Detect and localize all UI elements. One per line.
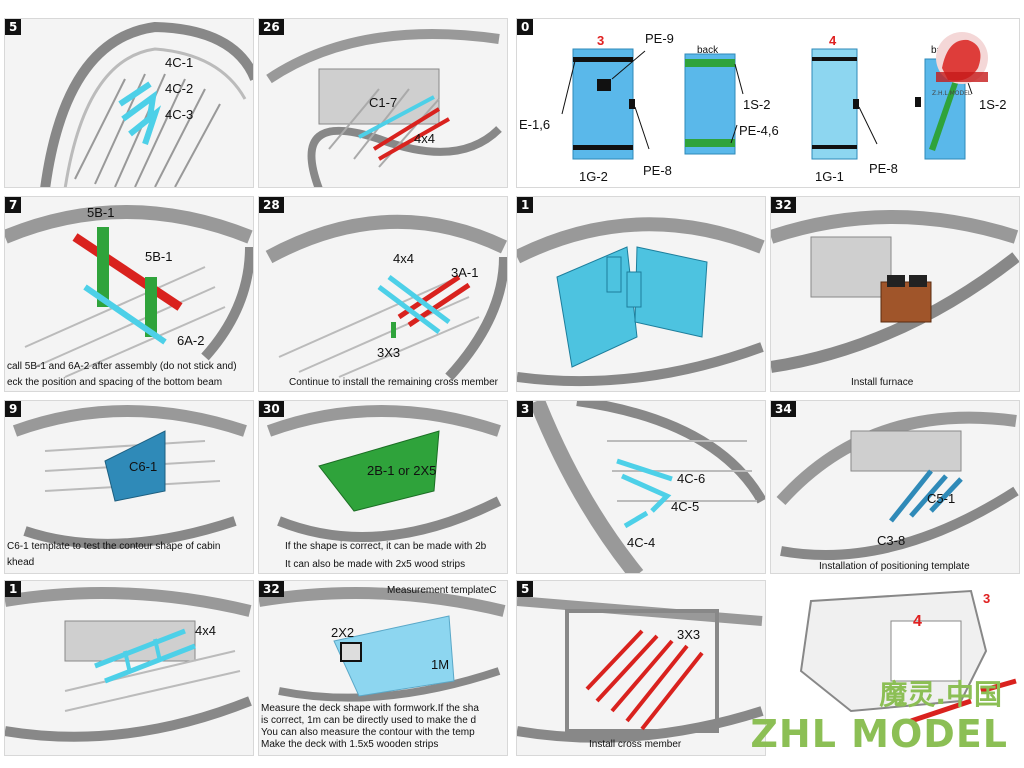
step-32a-panel: 32 Measurement templateC 2X2 1M Measure … (258, 580, 508, 756)
zhl-logo-icon (936, 32, 988, 84)
step-number: 32 (771, 197, 796, 213)
door-number: 4 (829, 33, 837, 48)
part-label: C3-8 (877, 533, 906, 548)
part-label: 4C-5 (671, 499, 700, 514)
hull-bow-drawing (266, 405, 502, 542)
step-27-panel: 7 5B-1 5B-1 6A-2 call 5B-1 and 6A-2 afte… (4, 196, 254, 392)
part-label: 4C-6 (677, 471, 706, 486)
step-number: 9 (5, 401, 22, 417)
part-label: 4C-2 (165, 81, 194, 96)
part-label: 6A-2 (177, 333, 205, 348)
instruction-caption: You can also measure the contour with th… (261, 727, 475, 738)
part-label: PE-8 (869, 161, 898, 176)
part-label: 5B-1 (87, 205, 115, 220)
hull-drawing (517, 596, 764, 743)
step-31r-panel: 1 (516, 196, 766, 392)
door-side-label: back (697, 45, 719, 56)
hull-bow-drawing (265, 214, 507, 381)
step-number: 5 (5, 19, 22, 35)
part-label: C6-1 (129, 459, 158, 474)
brand-watermark-english: ZHL MODEL (750, 712, 1008, 756)
hull-bow-drawing (771, 210, 1019, 373)
logo-text: Z.H.L MODEL (932, 90, 972, 97)
instruction-caption: Installation of positioning template (819, 561, 970, 572)
part-label: E-1,6 (519, 117, 551, 132)
instruction-caption: Measure the deck shape with formwork.If … (261, 703, 479, 714)
step-33-panel: 3 4C-6 4C-5 4C-4 (516, 400, 766, 574)
step-35-panel: 5 3X3 Install cross member (516, 580, 766, 756)
step-number: 28 (259, 197, 284, 213)
part-label: 1G-2 (579, 169, 608, 184)
step-25-panel: 5 4C-1 4C-2 4C-3 (4, 18, 254, 188)
step-number: 0 (517, 19, 534, 35)
hull-bow-drawing (517, 217, 765, 387)
part-label: 1S-2 (979, 97, 1007, 112)
part-label: C1-7 (369, 95, 398, 110)
hull-bow-drawing (5, 587, 252, 742)
instruction-caption: If the shape is correct, it can be made … (285, 541, 487, 552)
hull-bow-drawing (776, 411, 1019, 560)
hull-bow-drawing (40, 21, 253, 187)
instruction-caption: is correct, 1m can be directly used to m… (261, 715, 477, 726)
part-label: C5-1 (927, 491, 956, 506)
hull-bow-drawing (12, 405, 247, 549)
instruction-caption: C6-1 template to test the contour shape … (7, 541, 221, 552)
column-separator (509, 0, 517, 768)
instruction-caption: call 5B-1 and 6A-2 after assembly (do no… (7, 361, 237, 372)
part-label: 1M (431, 657, 450, 672)
part-label: PE-9 (645, 31, 674, 46)
step-31-panel: 1 4x4 (4, 580, 254, 756)
part-label: 2X2 (331, 625, 355, 640)
part-label: 5B-1 (145, 249, 173, 264)
step-32r-panel: 32 Install furnace (770, 196, 1020, 392)
step-number: 5 (517, 581, 534, 597)
step-30-panel: 30 2B-1 or 2X5 If the shape is correct, … (258, 400, 508, 574)
instruction-caption: Measurement templateC (387, 585, 497, 596)
bulkhead-number: 3 (983, 591, 991, 606)
step-number: 7 (5, 197, 22, 213)
part-label: 3X3 (677, 627, 701, 642)
instruction-caption: It can also be made with 2x5 wood strips (285, 559, 466, 570)
part-label: 2B-1 or 2X5 (367, 463, 437, 478)
step-number: 30 (259, 401, 284, 417)
instruction-caption: Continue to install the remaining cross … (289, 377, 498, 388)
step-36-panel: 3 4 (770, 580, 1020, 756)
part-label: PE-8 (643, 163, 672, 178)
part-label: 1S-2 (743, 97, 771, 112)
part-label: 3A-1 (451, 265, 479, 280)
step-number: 3 (517, 401, 534, 417)
part-label: 4x4 (195, 623, 216, 638)
instruction-caption: khead (7, 557, 35, 568)
step-28-panel: 28 4x4 3A-1 3X3 Continue to install the … (258, 196, 508, 392)
part-label: 1G-1 (815, 169, 844, 184)
part-label: 4C-1 (165, 55, 194, 70)
instruction-caption: Make the deck with 1.5x5 wooden strips (261, 739, 439, 750)
step-number: 1 (5, 581, 22, 597)
hull-stern-drawing (529, 401, 765, 573)
step-number: 34 (771, 401, 796, 417)
part-label: PE-4,6 (739, 123, 779, 138)
step-26-panel: 26 C1-7 4x4 (258, 18, 508, 188)
step-29-panel: 9 C6-1 C6-1 template to test the contour… (4, 400, 254, 574)
step-34-panel: 34 C5-1 C3-8 Installation of positioning… (770, 400, 1020, 574)
hull-bow-drawing (259, 587, 506, 702)
part-label: 4C-4 (627, 535, 656, 550)
part-label: 4C-3 (165, 107, 194, 122)
door-number: 3 (597, 33, 605, 48)
part-label: 4x4 (414, 131, 435, 146)
step-number: 26 (259, 19, 284, 35)
bulkhead-drawing (799, 589, 1017, 724)
instruction-caption: eck the position and spacing of the bott… (7, 377, 223, 388)
part-label: 4x4 (393, 251, 414, 266)
step-number: 32 (259, 581, 284, 597)
part-label: 3X3 (377, 345, 401, 360)
brand-watermark-chinese: 魔灵.中国 (879, 678, 1002, 711)
instruction-caption: Install cross member (589, 739, 682, 750)
hull-bow-drawing (266, 29, 502, 187)
hull-bow-drawing (5, 205, 253, 378)
step-number: 1 (517, 197, 534, 213)
instruction-caption: Install furnace (851, 377, 914, 388)
bulkhead-number: 4 (913, 613, 922, 630)
